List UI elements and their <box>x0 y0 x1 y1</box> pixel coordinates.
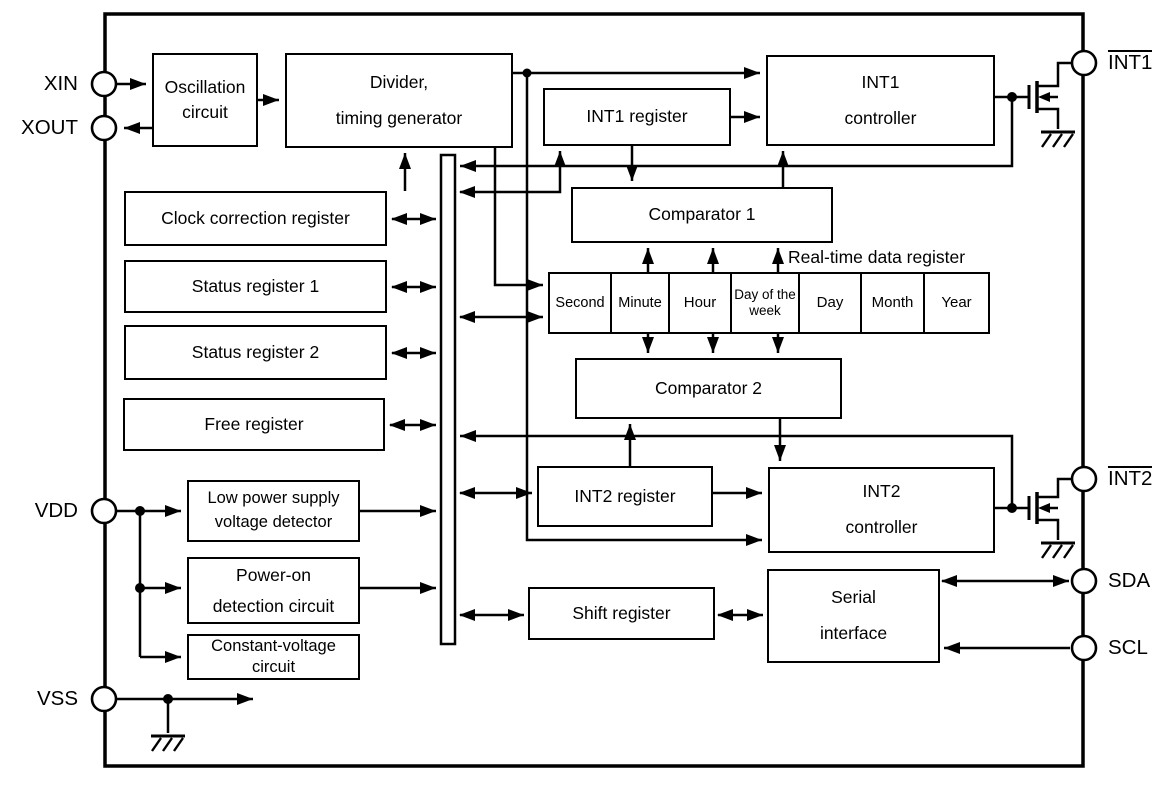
block-status-register-1: Status register 1 <box>124 260 387 313</box>
pin-label-int2-text: INT2 <box>1108 466 1153 490</box>
block-int2-controller: INT2 controller <box>768 467 995 553</box>
pin-label-int2: INT2 <box>1108 466 1153 491</box>
pin-circle-xout <box>90 114 118 142</box>
ground-icon-int1 <box>1039 130 1077 149</box>
block-constant-voltage-circuit: Constant-voltage circuit <box>187 634 360 680</box>
rtc-cell-day-of-week: Day of the week <box>732 274 800 332</box>
block-clock-correction-register: Clock correction register <box>124 191 387 246</box>
block-divider-timing-generator: Divider, timing generator <box>285 53 513 148</box>
pin-label-int1: INT1 <box>1108 50 1153 75</box>
block-comparator-1: Comparator 1 <box>571 187 833 243</box>
block-free-register: Free register <box>123 398 385 451</box>
junction-dots <box>135 68 1017 704</box>
pin-circle-sda <box>1070 567 1098 595</box>
block-shift-register: Shift register <box>528 587 715 640</box>
block-power-on-detection-circuit: Power-on detection circuit <box>187 557 360 624</box>
pin-label-vss: VSS <box>36 687 78 710</box>
rtc-cell-year: Year <box>941 294 972 312</box>
ground-icon-int2 <box>1039 541 1077 560</box>
block-int1-controller: INT1 controller <box>766 55 995 146</box>
ground-icon-vss <box>149 734 187 753</box>
block-status-register-2: Status register 2 <box>124 325 387 380</box>
pin-label-scl: SCL <box>1108 636 1148 659</box>
pin-label-int1-text: INT1 <box>1108 50 1153 74</box>
pin-circle-scl <box>1070 634 1098 662</box>
pin-label-xin: XIN <box>43 72 78 95</box>
block-serial-interface: Serial interface <box>767 569 940 663</box>
rtc-cell-month: Month <box>862 274 925 332</box>
rtc-cell-minute: Minute <box>612 274 670 332</box>
block-int2-register: INT2 register <box>537 466 713 527</box>
pin-pads <box>90 49 1098 713</box>
mosfet-int2-icon <box>1027 477 1071 540</box>
mosfet-int1-icon <box>1027 61 1071 129</box>
pin-circle-vdd <box>90 497 118 525</box>
pin-label-xout: XOUT <box>21 116 78 139</box>
rtc-cell-day: Day <box>800 274 862 332</box>
signal-lines <box>116 67 1070 733</box>
block-comparator-2: Comparator 2 <box>575 358 842 419</box>
block-oscillation-circuit: Oscillation circuit <box>152 53 258 147</box>
data-bus-bar <box>439 153 457 646</box>
rtc-cell-hour: Hour <box>670 274 732 332</box>
pin-label-vdd: VDD <box>34 499 78 522</box>
pin-circle-xin <box>90 70 118 98</box>
pin-circle-vss <box>90 685 118 713</box>
chip-border <box>103 12 1085 768</box>
pin-circle-int2 <box>1070 465 1098 493</box>
pin-label-sda: SDA <box>1108 569 1151 592</box>
block-low-power-supply-voltage-detector: Low power supply voltage detector <box>187 480 360 542</box>
block-int1-register: INT1 register <box>543 88 731 146</box>
pin-circle-int1 <box>1070 49 1098 77</box>
real-time-data-register: Second Minute Hour Day of the week Day M… <box>548 272 990 334</box>
rtc-register-title: Real-time data register <box>788 247 966 267</box>
rtc-cell-second: Second <box>550 274 612 332</box>
